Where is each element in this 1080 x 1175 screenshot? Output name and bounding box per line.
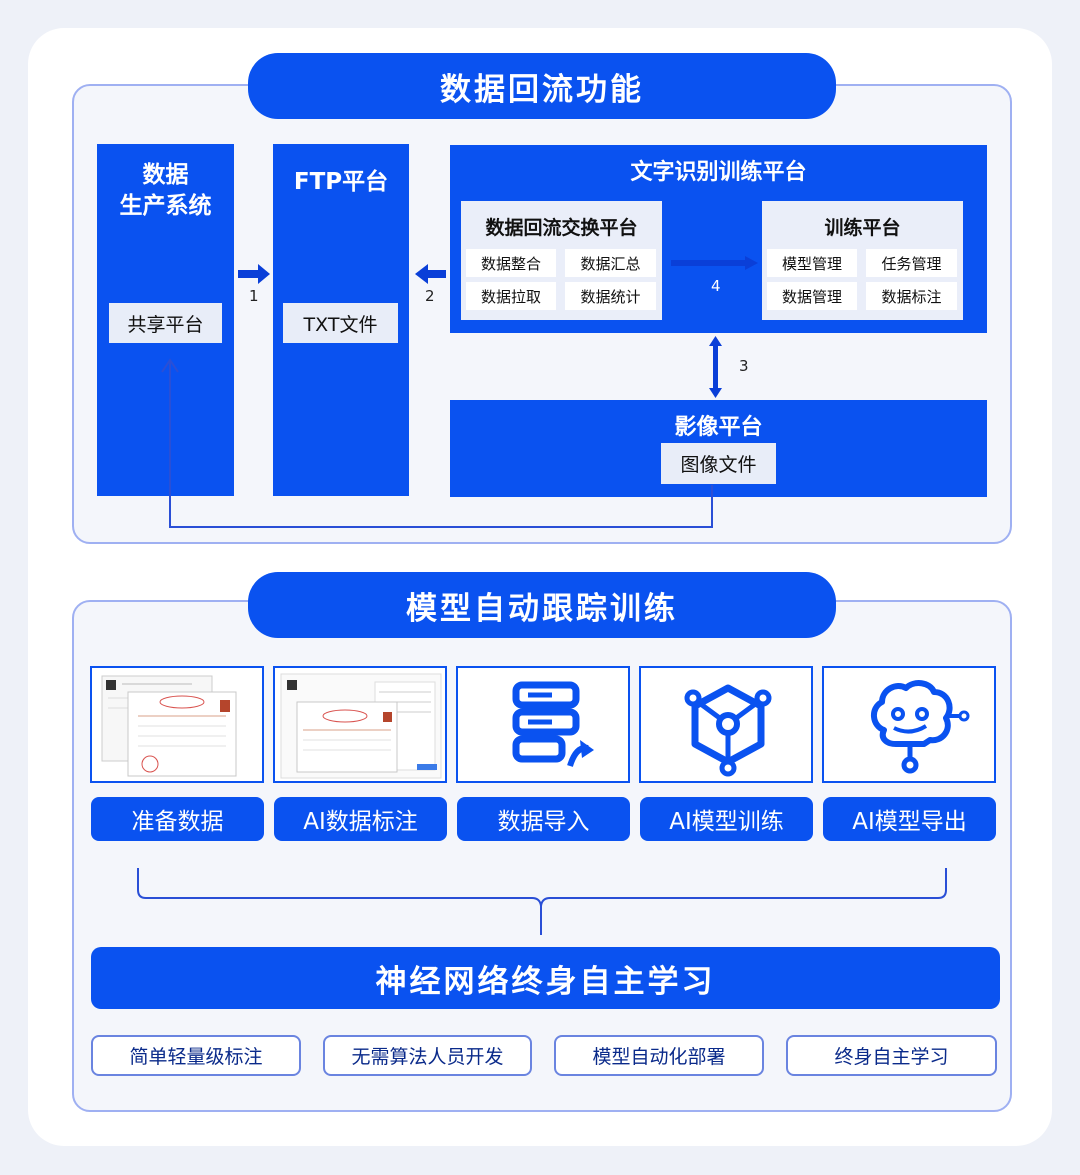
ftp-platform-box: FTP平台 TXT文件 [273,144,409,496]
training-cell: 数据管理 [767,282,857,310]
arrow-2-label: 2 [425,287,435,305]
feature-tag: 无需算法人员开发 [323,1035,532,1076]
document-preview [101,675,237,777]
image-file-label: 图像文件 [661,443,776,484]
training-cell: 数据标注 [866,282,957,310]
step-ai-model-training: AI模型训练 [640,797,813,841]
exchange-cell: 数据整合 [466,249,556,277]
ftp-platform-title: FTP平台 [293,169,389,195]
model-training-title: 模型自动跟踪训练 [248,572,836,638]
exchange-cell: 数据统计 [565,282,656,310]
arrow-3-label: 3 [739,357,749,375]
training-cell: 模型管理 [767,249,857,277]
txt-file-label: TXT文件 [283,303,398,343]
feature-tag: 模型自动化部署 [554,1035,764,1076]
cube-network-icon [684,684,772,777]
step-prepare-data: 准备数据 [91,797,264,841]
feature-tag: 终身自主学习 [786,1035,997,1076]
data-backflow-title: 数据回流功能 [248,53,836,119]
arrow-4-label: 4 [711,277,721,295]
lifelong-learning-banner: 神经网络终身自主学习 [91,947,1000,1009]
arrow-4 [671,256,758,270]
training-cell: 任务管理 [866,249,957,277]
training-platform-title: 训练平台 [824,217,901,239]
production-system-box: 数据 生产系统 共享平台 [97,144,234,496]
brain-icon [871,680,970,774]
step-data-import: 数据导入 [457,797,630,841]
arrow-2 [415,264,446,284]
data-exchange-platform-title: 数据回流交换平台 [485,217,638,239]
model-training-thumbnail [639,666,813,783]
step-ai-model-export: AI模型导出 [823,797,996,841]
image-platform-title: 影像平台 [674,415,763,440]
server-import-icon [512,681,594,767]
arrow-1 [238,264,270,284]
feature-tag: 简单轻量级标注 [91,1035,301,1076]
data-import-thumbnail [456,666,630,783]
annotation-preview [280,673,442,779]
data-exchange-platform: 数据回流交换平台 数据整合 数据汇总 数据拉取 数据统计 [461,201,662,320]
arrow-1-label: 1 [249,287,259,305]
training-platform: 训练平台 模型管理 任务管理 数据管理 数据标注 [762,201,963,320]
arrow-3 [709,336,722,398]
exchange-cell: 数据汇总 [565,249,656,277]
image-platform-box: 影像平台 图像文件 [450,400,987,497]
shared-platform-label: 共享平台 [109,303,222,343]
prepare-data-thumbnail [90,666,264,783]
return-arrow [161,358,713,528]
exchange-cell: 数据拉取 [466,282,556,310]
ai-annotation-thumbnail [273,666,447,783]
step-ai-annotation: AI数据标注 [274,797,447,841]
ocr-training-platform-title: 文字识别训练平台 [630,160,807,185]
model-export-thumbnail [822,666,996,783]
production-system-title: 数据 生产系统 [119,162,212,219]
